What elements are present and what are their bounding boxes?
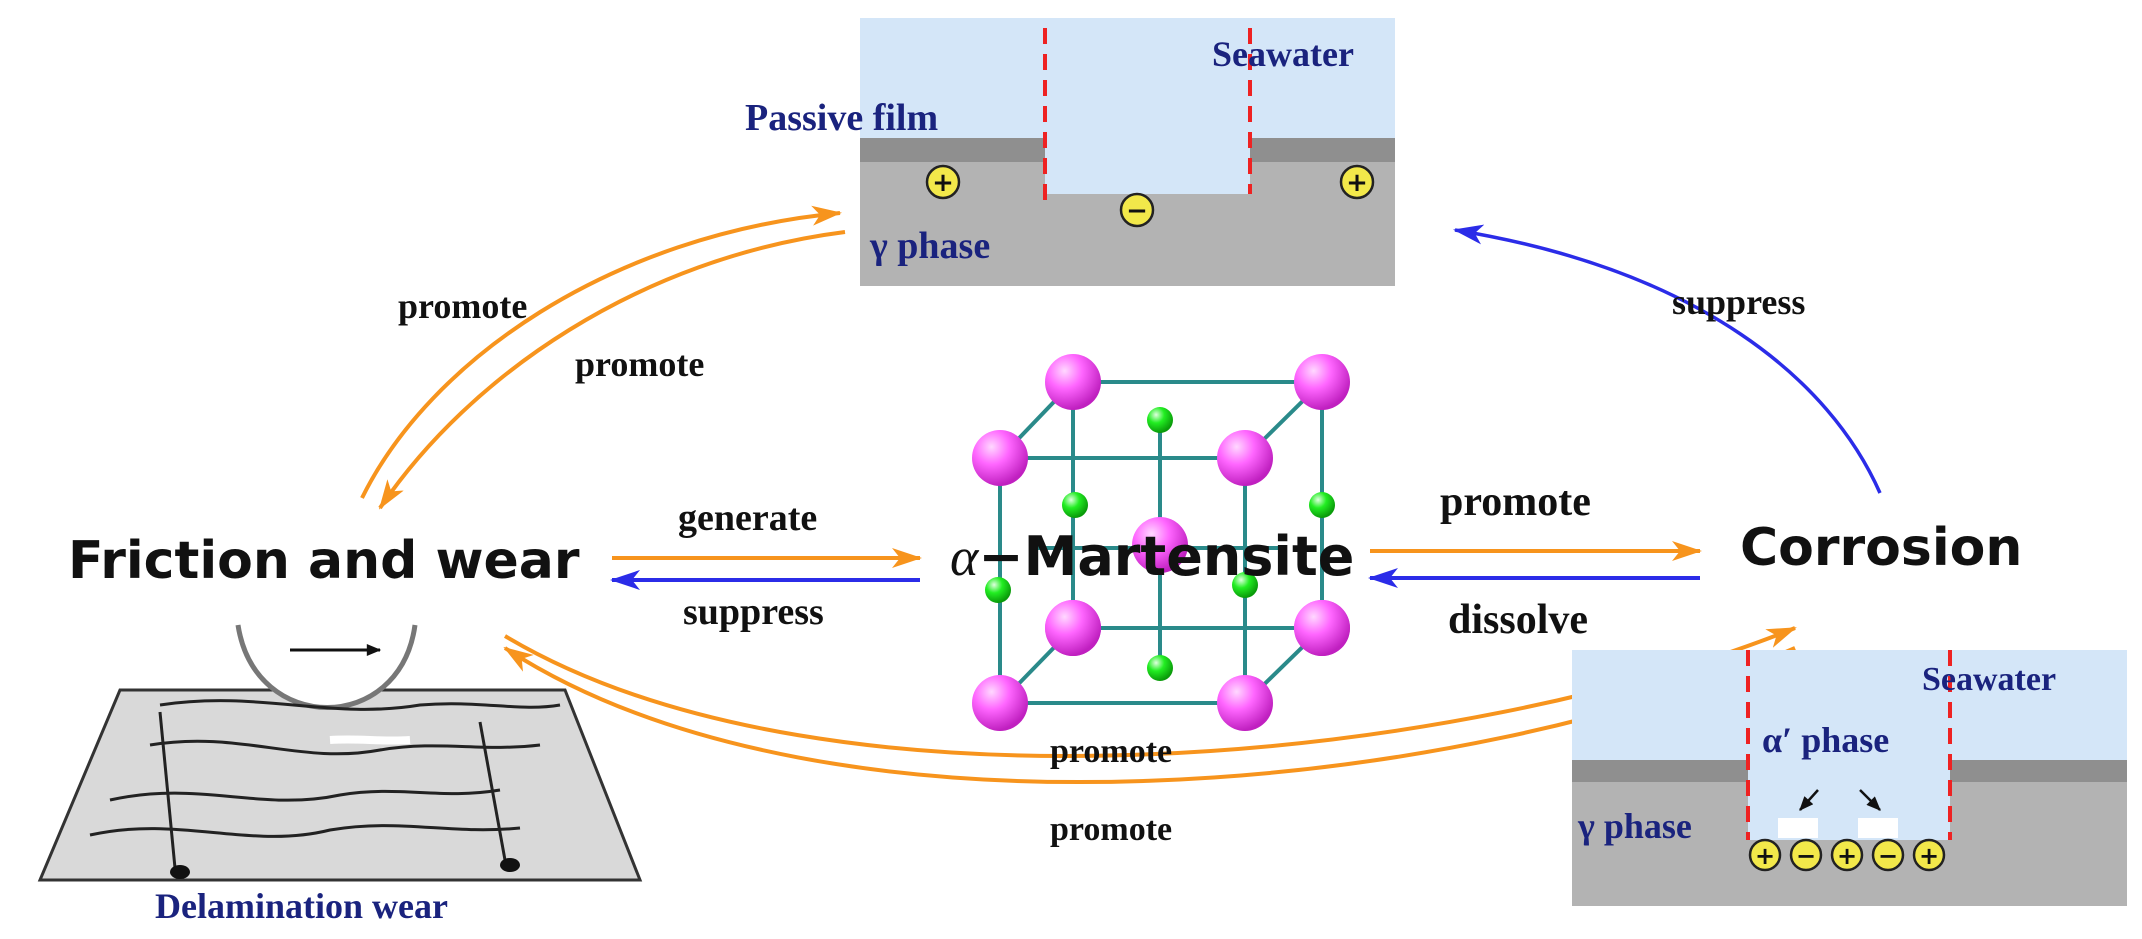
top-charge-plus-left: + (925, 164, 961, 200)
atom-center (1132, 517, 1188, 573)
martensite-alpha: α (950, 527, 980, 587)
arrow-corrosion-to-top (1453, 224, 1882, 494)
wear-debris-right (500, 858, 520, 872)
bottom-charge-2: − (1789, 838, 1823, 872)
top-seawater-label: Seawater (1212, 34, 1354, 74)
atom-small-left-lower (985, 577, 1011, 603)
label-dissolve: dissolve (1448, 597, 1588, 643)
delamination-wear-label: Delamination wear (155, 886, 448, 926)
label-generate: generate (678, 497, 817, 539)
top-charge-plus-right-sign: + (1346, 168, 1368, 198)
alpha-prime-phase-label: α′ phase (1762, 720, 1889, 760)
atom-front-bottom-right (1217, 675, 1273, 731)
delamination-wear-illustration (37, 624, 643, 882)
atom-mid-front-br (1294, 600, 1350, 656)
bottom-pit-arrow-left (1799, 789, 1819, 811)
label-suppress-left: suppress (683, 591, 824, 633)
atom-small-right-upper (1309, 492, 1335, 518)
atom-back-top-left (1045, 354, 1101, 410)
atom-mid-front-bl (1045, 600, 1101, 656)
top-pit (1045, 138, 1250, 194)
atom-small-left-upper (1062, 492, 1088, 518)
atom-small-bottom (1147, 655, 1173, 681)
label-suppress-top: suppress (1672, 282, 1805, 322)
bottom-pit-arrow-right (1859, 789, 1881, 811)
arrow-top-to-friction (378, 230, 846, 510)
bottom-panel: Seawater α′ phase γ phase + − + − + (1572, 650, 2127, 906)
top-seawater-region (860, 18, 1395, 138)
wear-surface (37, 688, 643, 882)
bottom-seawater-label: Seawater (1922, 661, 2056, 698)
martensite-lattice (972, 354, 1350, 731)
atom-front-bottom-left (972, 675, 1028, 731)
bottom-charge-3: + (1830, 838, 1864, 872)
bottom-charge-row: + − + − + (1748, 838, 1946, 872)
bottom-charge-1-sign: + (1755, 842, 1775, 870)
cycle-arrows (360, 205, 1882, 785)
top-charge-plus-left-sign: + (932, 168, 954, 198)
label-promote-bottom-inner: promote (1050, 733, 1172, 770)
atom-front-top-right (1217, 430, 1273, 486)
atom-small-top (1147, 407, 1173, 433)
atom-small-right-lower (1232, 572, 1258, 598)
bottom-charge-4-sign: − (1878, 842, 1898, 870)
top-charge-plus-right: + (1339, 164, 1375, 200)
label-promote-tl-outer: promote (398, 286, 527, 326)
label-promote-bottom-outer: promote (1050, 811, 1172, 848)
friction-and-wear-label: Friction and wear (68, 531, 580, 591)
top-charge-minus: − (1119, 192, 1155, 228)
bottom-seawater-region (1572, 650, 2127, 760)
bottom-pit-white-a (1778, 818, 1818, 838)
bottom-charge-5: + (1912, 838, 1946, 872)
bottom-pit-white-b (1858, 818, 1898, 838)
bottom-charge-2-sign: − (1796, 842, 1816, 870)
label-promote-right: promote (1440, 479, 1591, 525)
martensite-label: α−Martensite (950, 525, 1354, 588)
corrosion-label: Corrosion (1740, 518, 2022, 578)
passive-film-label: Passive film (745, 97, 938, 139)
bottom-gamma-phase-label: γ phase (1577, 806, 1692, 846)
atom-back-top-right (1294, 354, 1350, 410)
bottom-charge-5-sign: + (1919, 842, 1939, 870)
bottom-charge-1: + (1748, 838, 1782, 872)
martensite-word: −Martensite (978, 525, 1354, 588)
arrow-friction-to-top (360, 205, 842, 499)
label-promote-tl-inner: promote (575, 344, 704, 384)
top-panel: Seawater Passive film γ phase + − + (745, 18, 1395, 286)
bottom-charge-3-sign: + (1837, 842, 1857, 870)
atom-front-top-left (972, 430, 1028, 486)
bottom-charge-4: − (1871, 838, 1905, 872)
top-gamma-phase-label: γ phase (869, 225, 990, 267)
wear-debris-left (170, 865, 190, 879)
top-charge-minus-sign: − (1126, 196, 1148, 226)
